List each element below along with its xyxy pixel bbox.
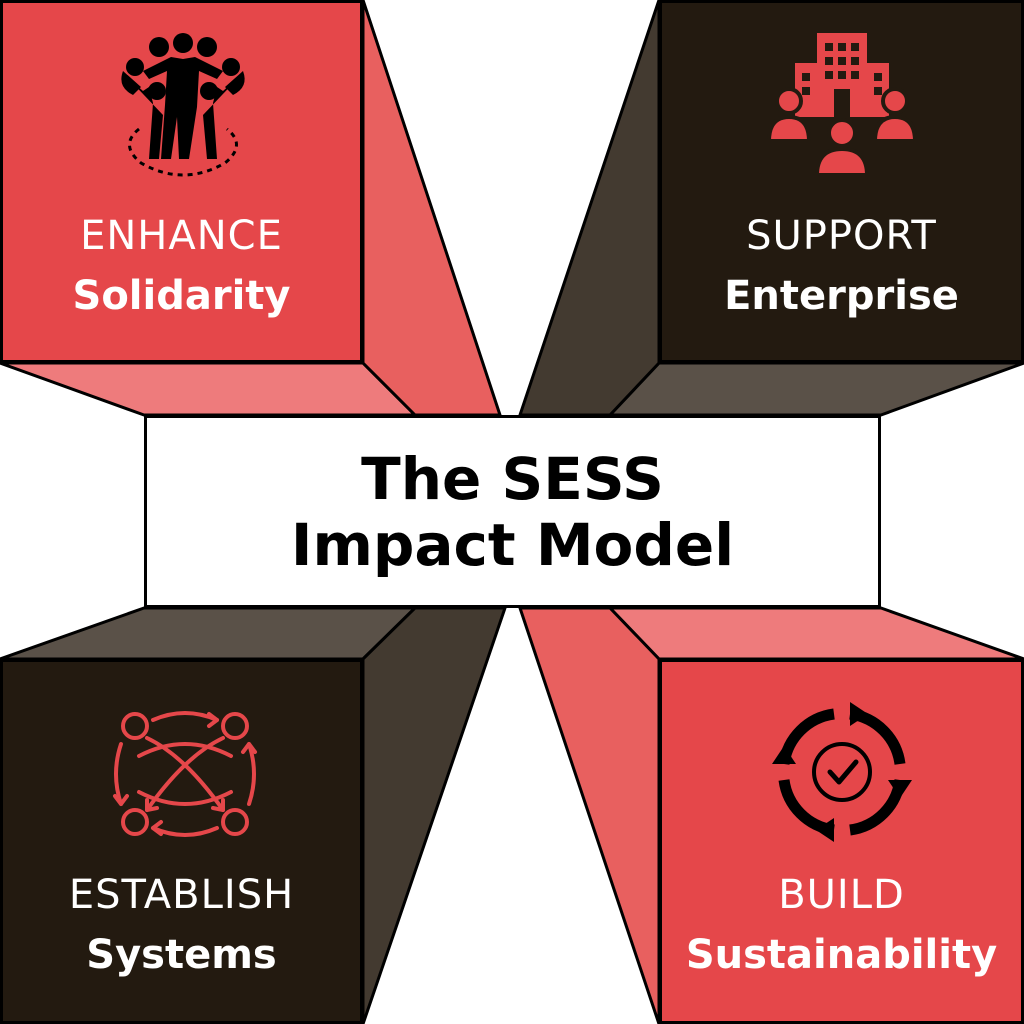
center-title-box: The SESS Impact Model (144, 415, 881, 608)
enhance-solidarity-panel: ENHANCE Solidarity (0, 0, 363, 363)
build-verb: BUILD (778, 872, 905, 918)
establish-top-face (0, 606, 417, 661)
title-line-2: Impact Model (290, 510, 735, 579)
systems-noun: Systems (86, 932, 277, 978)
enhance-verb: ENHANCE (80, 213, 283, 259)
people-circle-icon (121, 33, 245, 177)
enhance-bottom-face (0, 361, 417, 417)
title-line-1: The SESS (361, 444, 664, 513)
support-enterprise-panel: SUPPORT Enterprise (659, 0, 1024, 363)
build-left-face (518, 606, 661, 1024)
solidarity-noun: Solidarity (72, 273, 291, 319)
build-sustainability-panel: BUILD Sustainability (659, 659, 1024, 1024)
enterprise-noun: Enterprise (724, 273, 959, 319)
establish-verb: ESTABLISH (68, 872, 295, 918)
sustainability-cycle-icon (772, 702, 912, 842)
enhance-right-face (361, 0, 502, 417)
establish-systems-panel: ESTABLISH Systems (0, 659, 363, 1024)
support-left-face (518, 0, 661, 417)
build-top-face (608, 606, 1024, 661)
establish-right-face (361, 606, 507, 1024)
sustainability-noun: Sustainability (685, 932, 998, 978)
support-verb: SUPPORT (746, 213, 937, 259)
network-cycle-icon (113, 711, 257, 837)
support-bottom-face (608, 361, 1024, 417)
enterprise-community-icon (767, 33, 917, 177)
